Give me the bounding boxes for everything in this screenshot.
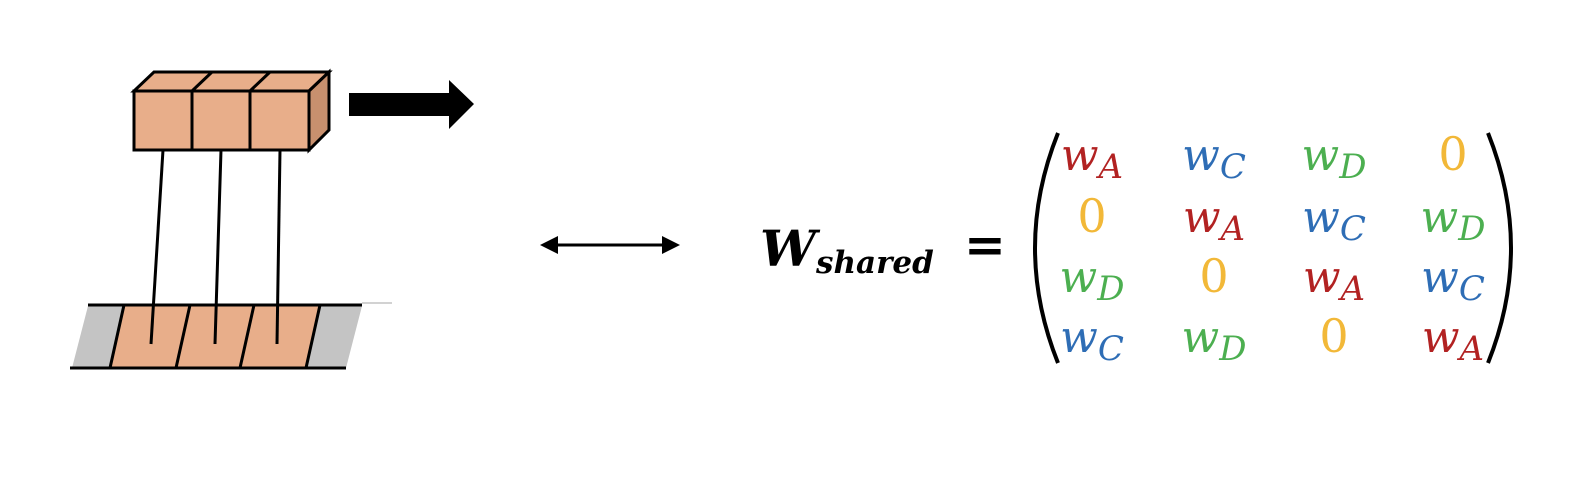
matrix-cell-base: w xyxy=(1302,130,1340,181)
double-arrow-icon xyxy=(540,236,680,254)
connection-1 xyxy=(149,149,165,345)
matrix-right-paren xyxy=(1486,132,1513,364)
matrix-cell: wA xyxy=(1303,252,1365,309)
input-pad-right xyxy=(306,306,362,368)
input-divider-4 xyxy=(304,304,322,369)
matrix-cell-subscript: A xyxy=(1218,209,1246,249)
matrix-cell-subscript: C xyxy=(1098,329,1124,369)
kernel-top-divider-1 xyxy=(190,70,214,93)
kernel-block xyxy=(130,68,333,154)
matrix-cell-base: w xyxy=(1422,312,1460,363)
matrix-cell-base: w xyxy=(1060,252,1098,303)
matrix-cell: wD xyxy=(1060,252,1125,309)
matrix-cell-base: 0 xyxy=(1077,189,1106,243)
right-arrow-icon xyxy=(349,80,474,129)
matrix-cell-base: w xyxy=(1061,130,1099,181)
lhs-main: W xyxy=(760,219,821,278)
input-divider-2 xyxy=(174,304,192,369)
matrix-cell-base: w xyxy=(1183,192,1221,243)
matrix-cell: wC xyxy=(1302,192,1366,249)
matrix-cell-subscript: C xyxy=(1220,147,1246,187)
matrix-cell-base: 0 xyxy=(1319,309,1348,363)
matrix-cell-subscript: C xyxy=(1340,209,1366,249)
matrix-cell-base: w xyxy=(1182,312,1220,363)
matrix-left-paren xyxy=(1033,132,1060,364)
matrix-cell: wA xyxy=(1061,130,1123,187)
matrix-cell-base: w xyxy=(1302,192,1340,243)
matrix-cell-subscript: A xyxy=(1338,269,1366,309)
kernel-top-divider-2 xyxy=(248,70,272,93)
kernel-front-face xyxy=(132,89,311,152)
matrix-cell: wD xyxy=(1421,192,1486,249)
matrix-cell-base: w xyxy=(1421,252,1459,303)
matrix-cell-base: w xyxy=(1421,192,1459,243)
input-strip xyxy=(70,302,392,370)
matrix-cell-subscript: D xyxy=(1096,269,1124,309)
matrix-cell: wA xyxy=(1422,312,1484,369)
matrix-cell-subscript: D xyxy=(1218,329,1246,369)
matrix-cell: wC xyxy=(1060,312,1124,369)
kernel-connections xyxy=(149,149,282,345)
input-divider-3 xyxy=(238,304,256,369)
kernel-top-face xyxy=(130,70,333,93)
input-divider-1 xyxy=(108,304,126,369)
equation-lhs: W shared = xyxy=(760,215,1006,281)
matrix-cell-subscript: D xyxy=(1457,209,1485,249)
connection-2 xyxy=(213,149,223,345)
matrix-cell-subscript: A xyxy=(1096,147,1124,187)
matrix-cell: wD xyxy=(1182,312,1247,369)
matrix-cell: wA xyxy=(1183,192,1245,249)
matrix-cell: 0 xyxy=(1319,309,1348,363)
matrix-cell: wC xyxy=(1182,130,1246,187)
lhs-subscript: shared xyxy=(815,245,934,281)
input-pad-left xyxy=(72,306,124,368)
matrix-cell-subscript: D xyxy=(1338,147,1366,187)
matrix-cell-base: w xyxy=(1303,252,1341,303)
matrix-cell-base: w xyxy=(1182,130,1220,181)
matrix-cell: 0 xyxy=(1438,127,1467,181)
matrix-cell: wC xyxy=(1421,252,1485,309)
matrix-cell-base: 0 xyxy=(1199,249,1228,303)
connection-3 xyxy=(275,149,282,345)
matrix-cell-subscript: A xyxy=(1457,329,1485,369)
matrix-cell: 0 xyxy=(1199,249,1228,303)
matrix-cell: 0 xyxy=(1077,189,1106,243)
equals-sign: = xyxy=(964,215,1006,274)
matrix-cell-subscript: C xyxy=(1459,269,1485,309)
matrix-cell: wD xyxy=(1302,130,1367,187)
matrix-cell-base: 0 xyxy=(1438,127,1467,181)
matrix-cell-base: w xyxy=(1060,312,1098,363)
